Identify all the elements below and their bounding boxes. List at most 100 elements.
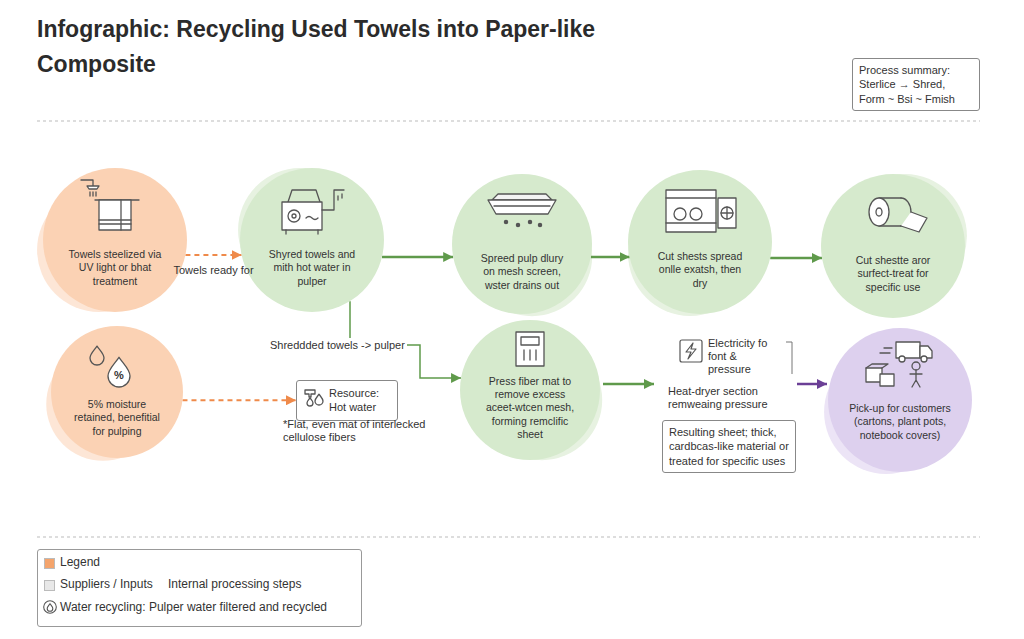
circle-shape: [628, 170, 772, 314]
process-circle: Press fiber mat to remove excess aceet-w…: [460, 320, 600, 460]
text-block: Cut shestte aror surfect-treat for speci…: [845, 254, 941, 293]
pulper-icon: [282, 190, 344, 234]
towel-icon: [81, 180, 139, 230]
circle-fill: [51, 326, 183, 458]
text-block: Pick-up for customers (cartons, plant po…: [848, 402, 952, 441]
legend-text: Internal processing steps: [168, 577, 301, 591]
water-drop: [315, 394, 323, 405]
press-frame: [666, 190, 716, 232]
person-body: [910, 370, 922, 387]
drip: [504, 220, 507, 223]
legend-box: LegendSuppliers / InputsInternal process…: [37, 549, 362, 627]
flow-arrow: [770, 257, 822, 260]
node-text: Towels steelized via UV light or bhat tr…: [65, 248, 165, 287]
tap-symbol: [305, 390, 315, 397]
mesh-line: [494, 205, 550, 206]
device-bars: [524, 350, 536, 360]
text-block: Towels steelized via UV light or bhat tr…: [65, 248, 165, 287]
press-bar: [666, 197, 716, 198]
speed-lines: [880, 348, 892, 353]
gear-symbol: [288, 210, 300, 222]
text-block: Cut shests spread onlle exatsh, then dry: [652, 250, 748, 289]
flow-arrow: [603, 383, 654, 386]
shower-pipe: [81, 180, 93, 186]
text-block: Spreed pulp dlury on mesh screen, wster …: [474, 252, 570, 291]
dryer-unit: [718, 198, 736, 228]
fan-symbol: [721, 207, 733, 219]
unrolled-sheet: [901, 212, 927, 232]
drip: [516, 223, 519, 226]
circle-shape: [452, 174, 592, 314]
device-screen: [521, 337, 539, 345]
tray-icon: [488, 194, 556, 227]
node-text: Process summary:: [859, 63, 973, 77]
text-block: 5% moisture retained, benefitial for pul…: [67, 398, 167, 437]
process-circle: Towels steelized via UV light or bhat tr…: [43, 168, 187, 312]
text-block: Shyred towels and mith hot water in pulp…: [264, 248, 360, 287]
circle-fill: [452, 174, 592, 314]
roll-core: [876, 208, 882, 216]
pulper-body: [282, 202, 322, 230]
electricity-icon-box: [680, 340, 702, 362]
drops-icon: [90, 346, 130, 387]
circle-fill: [628, 170, 772, 314]
node-text: Sterlice → Shred, Form ~ Bsi ~ Fmish: [859, 77, 973, 106]
pulper-legs: [286, 230, 318, 234]
note-text: *Flat, even mat of interlecked cellulose…: [283, 418, 433, 444]
water-drop: [108, 357, 130, 387]
truck-body: [896, 342, 920, 358]
person-head: [912, 362, 920, 370]
shower-head: [87, 186, 99, 189]
circle-fill: [460, 320, 600, 460]
circle-shape: [821, 174, 965, 318]
circle-fill: [43, 168, 187, 312]
process-circle: Cut shestte aror surfect-treat for speci…: [821, 174, 965, 318]
lightning-symbol: [686, 343, 696, 359]
flow-arrow: [185, 254, 241, 256]
legend-swatch: [44, 580, 55, 591]
node-text: Press fiber mat to remove excess aceet-w…: [480, 375, 580, 441]
mesh-tray: [488, 200, 556, 214]
flow-arrow: [797, 383, 827, 386]
process-circle: Spreed pulp dlury on mesh screen, wster …: [452, 174, 592, 314]
press-roller: [674, 208, 686, 220]
circle-shape: [828, 328, 972, 472]
connector-label: Towels ready for: [173, 263, 253, 277]
flow-arrow: [182, 399, 296, 401]
summary-box: Process summary:Sterlice → Shred, Form ~…: [852, 58, 980, 111]
resource-box: Resource: Hot water: [296, 380, 398, 421]
circle-fill: [240, 168, 384, 312]
press-icon: [666, 190, 736, 232]
sheet-line: [666, 222, 716, 223]
node-text: Spreed pulp dlury on mesh screen, wster …: [474, 252, 570, 291]
flow-arrow: [382, 256, 453, 259]
separator-line: [37, 121, 980, 122]
node-text: Resulting sheet; thick, cardbcas-like ma…: [669, 425, 789, 468]
separator-line: [37, 537, 980, 538]
circle-fill: [828, 328, 972, 472]
node-text: 5% moisture retained, benefitial for pul…: [67, 398, 167, 437]
fan-blades: [721, 207, 733, 219]
text-block: Press fiber mat to remove excess aceet-w…: [480, 375, 580, 441]
paper-roll: [869, 198, 889, 226]
icon-circle: [44, 601, 57, 614]
drip: [528, 220, 531, 223]
legend-text: Suppliers / Inputs: [60, 577, 153, 591]
box-symbol: [880, 374, 894, 386]
pulp-sheet: [492, 194, 552, 200]
truck-wheel: [921, 356, 927, 362]
title: Infographic: Recycling Used Towels into …: [37, 12, 597, 82]
node-text: Pick-up for customers (cartons, plant po…: [848, 402, 952, 441]
percent-sign: %: [112, 369, 126, 382]
roll-icon: [869, 198, 927, 232]
bracket-line: [786, 342, 792, 374]
device-body: [516, 332, 544, 366]
truck-icon: [866, 342, 932, 387]
water-drop: [47, 604, 53, 612]
flow-arrow: [591, 256, 630, 259]
towel-fold: [120, 200, 121, 230]
input-circle: 5% moisture retained, benefitial for pul…: [51, 326, 183, 458]
tap-icon: [301, 384, 327, 410]
legend-text: Water recycling: Pulper water filtered a…: [60, 600, 327, 614]
